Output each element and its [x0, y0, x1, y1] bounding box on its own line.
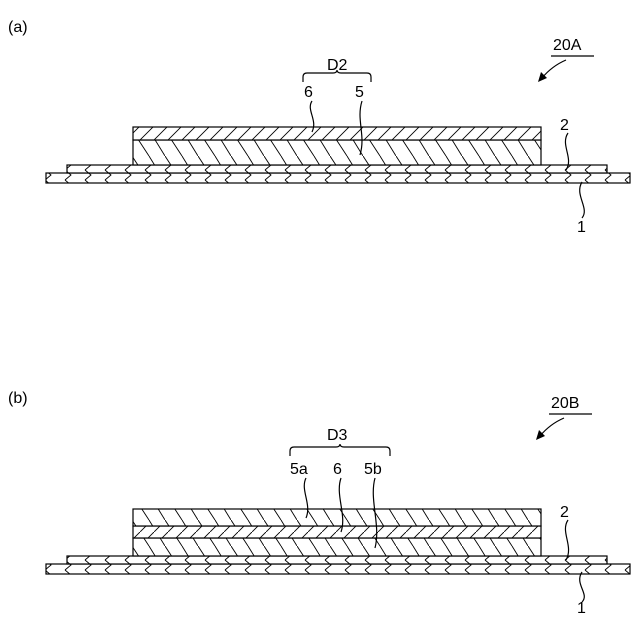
label-layer-6: 6: [333, 461, 342, 478]
leader-1: [580, 182, 585, 218]
label-layer-6: 6: [304, 84, 313, 101]
ref-leader-arrow: [540, 418, 564, 436]
panel-a-label: (a): [8, 19, 28, 36]
label-layer-5: 5: [355, 84, 364, 101]
brace-d2: [303, 70, 371, 82]
leader-1: [580, 572, 585, 602]
ref-label-20b: 20B: [551, 395, 579, 412]
panel-b-label: (b): [8, 390, 28, 407]
panel-b: (b) 20B D3 5a 6 5b 2 1: [8, 390, 630, 617]
label-layer-1: 1: [577, 219, 586, 236]
brace-d3: [290, 444, 390, 456]
group-label-d3: D3: [327, 427, 348, 444]
label-layer-5a: 5a: [290, 461, 308, 478]
leader-2: [565, 520, 568, 560]
label-layer-1: 1: [577, 600, 586, 617]
label-layer-2: 2: [560, 117, 569, 134]
label-layer-2: 2: [560, 504, 569, 521]
label-layer-5b: 5b: [364, 461, 382, 478]
ref-leader-arrow: [542, 60, 566, 78]
ref-label-20a: 20A: [553, 37, 582, 54]
panel-a: (a) 20A D2 6 5 2 1: [8, 19, 630, 236]
